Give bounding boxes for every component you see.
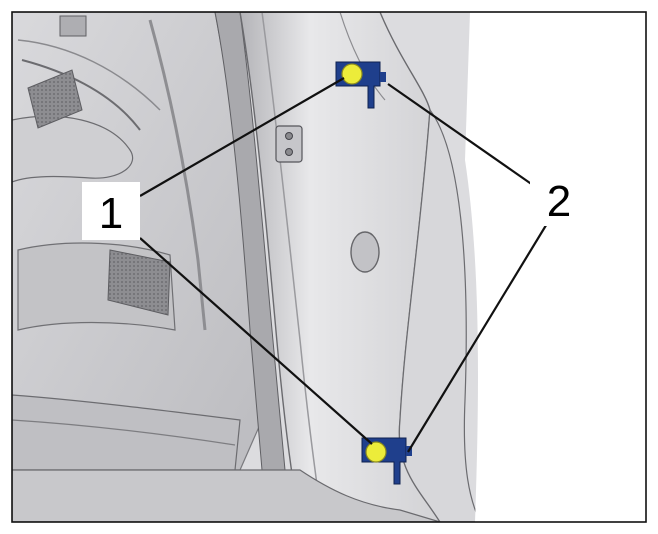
door-armrest (12, 115, 134, 183)
callout-2-label: 2 (547, 177, 571, 226)
pillar-oval-opening (350, 231, 380, 273)
speaker-grille-upper (27, 69, 83, 129)
leader-lines (139, 77, 549, 453)
car-body (12, 12, 646, 522)
leader-1-lower (139, 237, 373, 445)
callout-2: 2 (530, 166, 588, 226)
leader-2-lower (407, 221, 549, 453)
callout-1: 1 (82, 182, 140, 240)
callout-1-label: 1 (99, 189, 123, 238)
figure-frame (11, 11, 647, 523)
speaker-grille-lower (107, 249, 171, 316)
rear-body-panel (398, 108, 481, 522)
yellow-bolt-icon (341, 63, 363, 85)
yellow-bolt-icon (365, 441, 387, 463)
leader-1-upper (139, 77, 345, 197)
leader-2-upper (387, 83, 541, 191)
door-sill (12, 469, 441, 522)
door-striker (275, 125, 303, 163)
